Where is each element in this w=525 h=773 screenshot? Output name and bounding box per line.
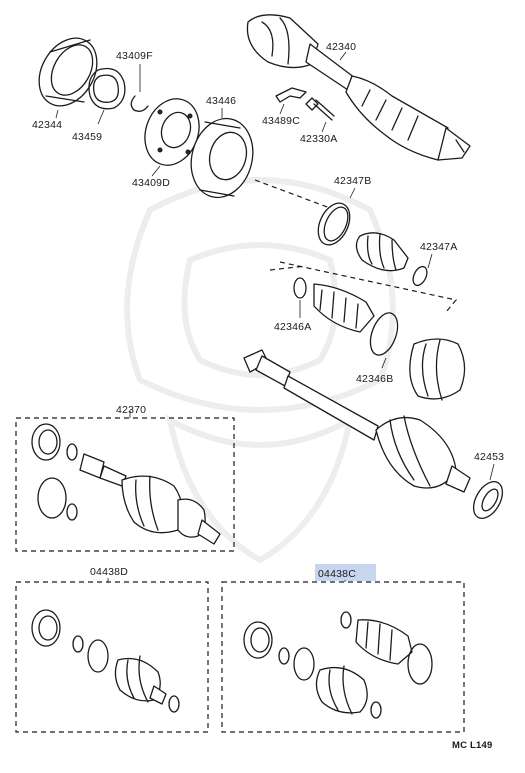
footer-code: MC L149	[452, 740, 492, 751]
label-04438D: 04438D	[90, 566, 128, 578]
part-42330A-bolt[interactable]	[305, 97, 335, 121]
label-43459: 43459	[72, 131, 102, 143]
watermark-emblem	[124, 177, 396, 564]
label-04438C: 04438C	[318, 568, 356, 580]
label-42346B: 42346B	[356, 373, 393, 385]
label-43409D: 43409D	[132, 177, 170, 189]
part-43409F-snap-ring[interactable]	[130, 95, 149, 112]
part-42346B-clamp[interactable]	[365, 309, 403, 359]
label-42370: 42370	[116, 404, 146, 416]
label-43409F: 43409F	[116, 50, 153, 62]
part-inner-boot-large[interactable]	[409, 338, 466, 401]
label-42330A: 42330A	[300, 133, 337, 145]
part-43446-housing[interactable]	[183, 112, 262, 205]
label-42346A: 42346A	[274, 321, 311, 333]
label-42347A: 42347A	[420, 241, 457, 253]
part-42347A-band[interactable]	[410, 264, 429, 287]
label-42347B: 42347B	[334, 175, 371, 187]
highlight-04438C	[315, 564, 376, 581]
kit-04438D-box[interactable]	[15, 581, 209, 733]
part-inner-boot-middle[interactable]	[313, 283, 375, 333]
part-42347B-clamp[interactable]	[312, 198, 356, 250]
kit-42370-box[interactable]	[15, 417, 235, 552]
kit-04438C-box[interactable]	[221, 581, 465, 733]
label-43489C: 43489C	[262, 115, 300, 127]
part-43489C-clip[interactable]	[275, 87, 307, 103]
part-42346A-band[interactable]	[293, 277, 307, 299]
label-42340: 42340	[326, 41, 356, 53]
part-42340-drive-shaft[interactable]	[246, 14, 471, 161]
part-42344-dust-cover[interactable]	[27, 28, 108, 116]
label-43446: 43446	[206, 95, 236, 107]
part-43459-gasket[interactable]	[88, 67, 126, 110]
part-outer-boot-upper[interactable]	[355, 232, 409, 272]
part-43409D-hub-flange[interactable]	[136, 91, 208, 173]
part-42453-seal[interactable]	[468, 477, 509, 524]
part-lower-shaft[interactable]	[243, 349, 471, 493]
label-42453: 42453	[474, 451, 504, 463]
label-42344: 42344	[32, 119, 62, 131]
